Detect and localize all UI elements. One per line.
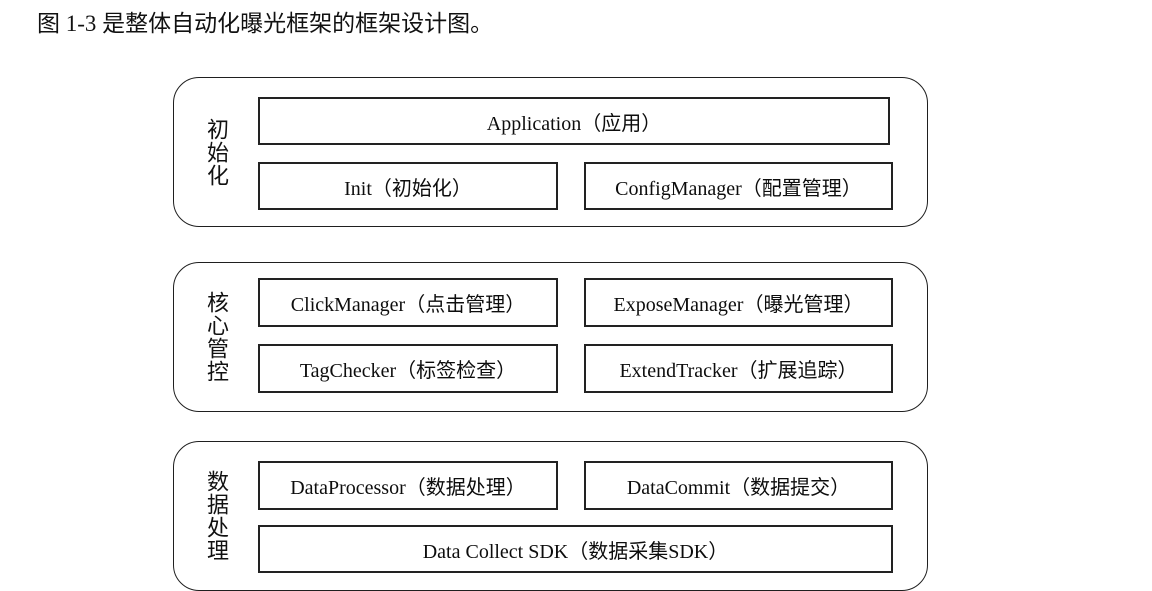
node-expose-manager: ExposeManager（曝光管理） [584, 278, 893, 327]
node-application: Application（应用） [258, 97, 890, 145]
node-init: Init（初始化） [258, 162, 558, 210]
node-data-commit: DataCommit（数据提交） [584, 461, 893, 510]
node-tag-checker: TagChecker（标签检查） [258, 344, 558, 393]
group-label-data-processing: 数据处理 [204, 470, 229, 562]
document-page: { "caption": "图 1-3 是整体自动化曝光框架的框架设计图。", … [37, 11, 928, 591]
node-click-manager: ClickManager（点击管理） [258, 278, 558, 327]
group-label-initialization: 初始化 [204, 117, 229, 187]
group-initialization: 初始化 Application（应用） Init（初始化） ConfigMana… [173, 77, 928, 227]
node-extend-tracker: ExtendTracker（扩展追踪） [584, 344, 893, 393]
figure-caption: 图 1-3 是整体自动化曝光框架的框架设计图。 [37, 11, 494, 36]
node-data-collect-sdk: Data Collect SDK（数据采集SDK） [258, 525, 893, 573]
node-config-manager: ConfigManager（配置管理） [584, 162, 893, 210]
node-data-processor: DataProcessor（数据处理） [258, 461, 558, 510]
group-core-control: 核心管控 ClickManager（点击管理） ExposeManager（曝光… [173, 262, 928, 412]
group-label-core-control: 核心管控 [204, 291, 229, 383]
group-data-processing-label-area: 数据处理 [174, 442, 258, 590]
group-data-processing: 数据处理 DataProcessor（数据处理） DataCommit（数据提交… [173, 441, 928, 591]
group-initialization-label-area: 初始化 [174, 78, 258, 226]
group-core-control-label-area: 核心管控 [174, 263, 258, 411]
